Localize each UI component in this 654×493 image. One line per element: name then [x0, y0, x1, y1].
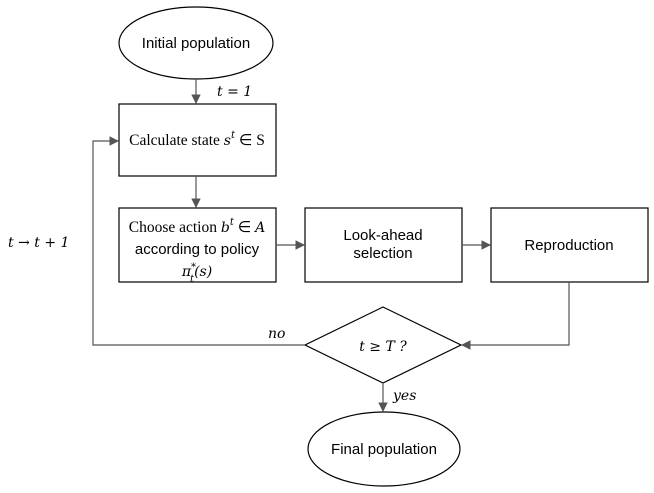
label-t-update: t → t + 1: [8, 235, 69, 251]
final-population-label: Final population: [331, 441, 437, 458]
calculate-state-label: Calculate state st ∈ S: [129, 130, 265, 149]
label-no: no: [268, 326, 285, 342]
choose-action-line2: according to policy: [135, 241, 260, 258]
look-ahead-line1: Look-ahead: [343, 227, 422, 244]
label-t-init: t = 1: [217, 84, 252, 100]
policy-symbol: π*t(s): [181, 262, 212, 285]
edge-no-loop: [92, 136, 305, 346]
termination-check-label: t ≥ T ?: [359, 339, 407, 355]
look-ahead-line2: selection: [353, 245, 412, 262]
look-ahead-selection-node: [304, 207, 463, 283]
edge-reproduction-to-check: [461, 282, 570, 350]
initial-population-label: Initial population: [142, 35, 250, 52]
choose-action-line1: Choose action bt ∈ A: [129, 217, 266, 236]
calculate-state-node: [118, 103, 277, 177]
choose-action-node: [118, 207, 277, 283]
label-yes: yes: [392, 388, 416, 404]
reproduction-label: Reproduction: [524, 237, 613, 254]
final-population-node: [307, 411, 461, 487]
